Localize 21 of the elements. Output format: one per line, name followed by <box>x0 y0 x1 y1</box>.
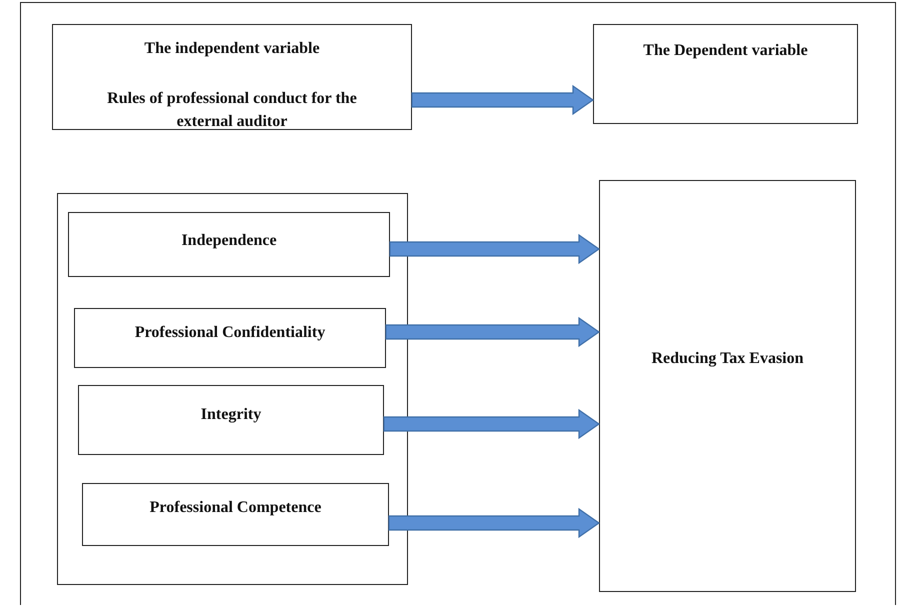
box-label: Integrity <box>200 405 262 425</box>
text-box <box>599 180 856 592</box>
body-text: Rules of professional conduct for the external auditor <box>106 89 358 132</box>
group-box <box>57 193 408 585</box>
text-box <box>593 24 858 124</box>
box-label: Reducing Tax Evasion <box>650 349 805 369</box>
block-arrow <box>388 508 600 538</box>
box-label: Independence <box>180 231 278 251</box>
block-arrow <box>385 316 600 348</box>
text-box <box>82 483 389 546</box>
text-box <box>52 24 412 130</box>
text-box <box>68 212 390 277</box>
text-box <box>74 308 386 368</box>
box-label: The Dependent variable <box>642 41 809 61</box>
text-box <box>78 385 384 455</box>
block-arrow <box>383 408 600 440</box>
box-label: Professional Competence <box>148 498 322 518</box>
box-label: Professional Confidentiality <box>134 323 326 343</box>
block-arrow <box>411 84 594 116</box>
heading: The independent variable <box>143 39 321 59</box>
block-arrow <box>389 234 600 264</box>
